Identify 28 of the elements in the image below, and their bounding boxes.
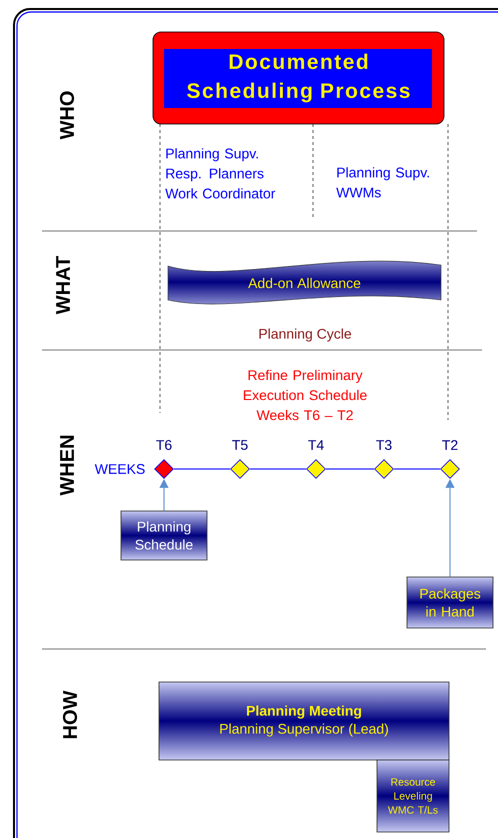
week-label: T3 (376, 440, 392, 450)
wave-banner: Add-on Allowance (168, 260, 442, 304)
week-label: T2 (442, 440, 458, 450)
milestone-diamond (440, 440, 460, 479)
section-heading: WHO (60, 91, 74, 140)
role-list: Planning Supv. WWMs (336, 167, 429, 198)
timeline-line (393, 468, 441, 470)
milestone-diamond (154, 440, 174, 479)
schedule-note: Refine Preliminary Execution Schedule Weeks T6 – T2 (244, 370, 367, 420)
section-heading: WHAT (56, 256, 70, 314)
timeline-line (325, 468, 375, 470)
role-list: Planning Supv. Resp. Planners Work Coordinator (165, 148, 276, 198)
cycle-label: Planning Cycle (259, 328, 352, 342)
week-label: T5 (232, 440, 248, 450)
week-label: T6 (156, 440, 172, 450)
milestone-diamond (374, 440, 394, 479)
timeline-line (173, 468, 231, 470)
process-box: Resource Leveling WMC T/Ls (376, 760, 450, 832)
timeline-line (249, 468, 307, 470)
title-box: Documented Scheduling Process (152, 32, 444, 124)
section-heading: HOW (62, 690, 78, 738)
milestone-diamond (230, 440, 250, 479)
week-label: T4 (308, 440, 324, 450)
section-heading: WHEN (60, 436, 74, 496)
process-box: Planning Schedule (120, 510, 208, 560)
weeks-label: WEEKS (94, 464, 145, 474)
process-box: Packages in Hand (406, 576, 494, 628)
milestone-diamond (306, 440, 326, 479)
